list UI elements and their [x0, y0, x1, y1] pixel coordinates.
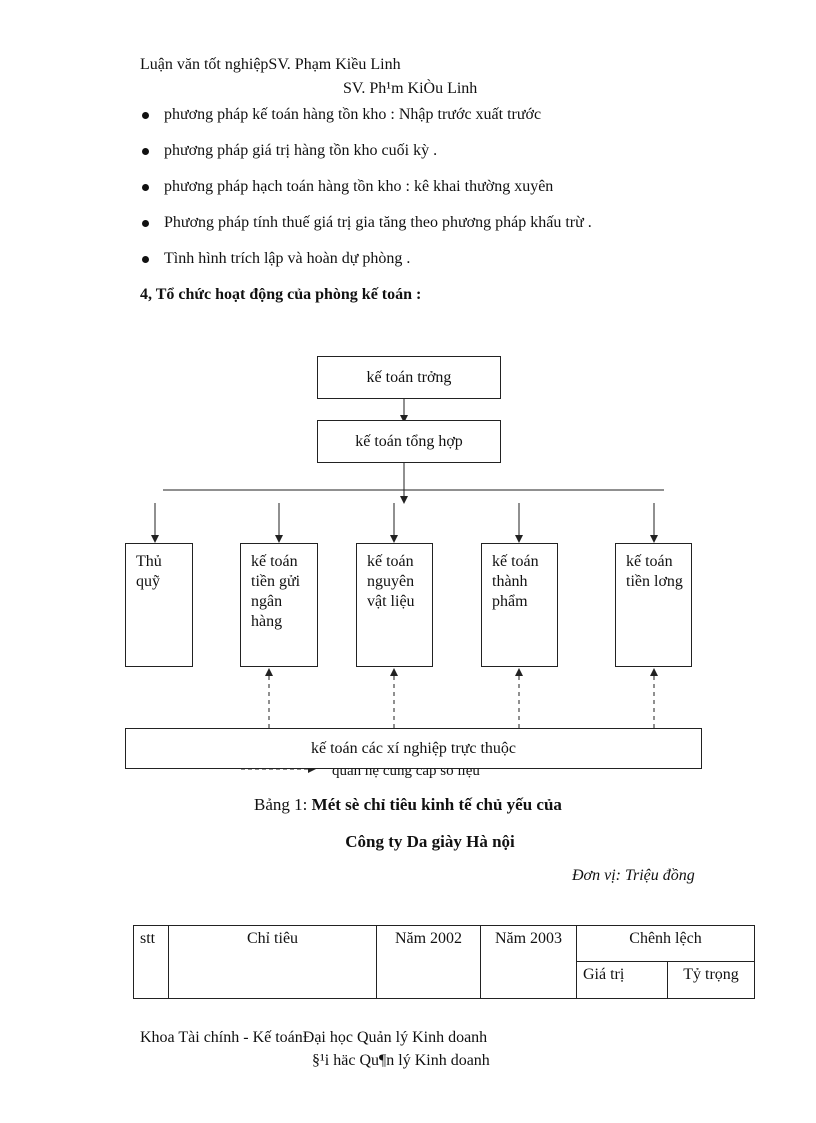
footer-line-1: Khoa Tài chính - Kế toánĐại học Quản lý …	[140, 1029, 488, 1046]
chief-accountant-box: kế toán trởng	[317, 356, 501, 399]
header-cell-indicator: Chỉ tiêu	[168, 925, 377, 999]
table-subheader-row: Giá trị Tỷ trọng	[134, 961, 755, 999]
subsidiary-accountants-box: kế toán các xí nghiệp trực thuộc	[125, 728, 702, 769]
bank-deposit-accountant-box: kế toán tiền gửi ngân hàng	[240, 543, 318, 667]
method-bullet-list: phương pháp kế toán hàng tồn kho : Nhập …	[140, 102, 592, 282]
salary-accountant-box: kế toán tiền lơng	[615, 543, 692, 667]
bullet-item: phương pháp giá trị hàng tồn kho cuối kỳ…	[140, 138, 592, 174]
footer-line-2: §¹i häc Qu¶n lý Kinh doanh	[312, 1052, 490, 1069]
bullet-item: Phương pháp tính thuế giá trị gia tăng t…	[140, 210, 592, 246]
org-chart-connectors	[151, 399, 664, 773]
general-accountant-label: kế toán tổng hợp	[355, 432, 463, 450]
subsidiary-accountants-label: kế toán các xí nghiệp trực thuộc	[310, 739, 517, 757]
header-cell-year-2002: Năm 2002	[376, 925, 481, 999]
bullet-item: phương pháp kế toán hàng tồn kho : Nhập …	[140, 102, 592, 138]
finished-goods-accountant-box: kế toán thành phẩm	[481, 543, 558, 667]
finished-goods-accountant-label: kế toán thành phẩm	[492, 553, 539, 610]
bank-deposit-accountant-label: kế toán tiền gửi ngân hàng	[251, 553, 301, 630]
economic-indicators-table: stt Chỉ tiêu Năm 2002 Năm 2003 Chênh lệc…	[133, 925, 755, 999]
cashier-box: Thủ quỹ	[125, 543, 193, 667]
table-caption-title: Mét sè chỉ tiêu kinh tế chủ yếu của	[311, 795, 562, 814]
subheader-cell-proportion: Tỷ trọng	[667, 961, 755, 999]
materials-accountant-label: kế toán nguyên vật liệu	[367, 553, 415, 610]
table-caption-company: Công ty Da giày Hà nội	[345, 832, 515, 851]
bullet-item: Tình hình trích lập và hoàn dự phòng .	[140, 246, 592, 282]
section-heading: 4, Tổ chức hoạt động của phòng kế toán :	[140, 286, 422, 303]
table-unit-note: Đơn vị: Triệu đồng	[572, 867, 695, 884]
header-cell-stt: stt	[133, 925, 169, 999]
cashier-label: Thủ quỹ	[136, 553, 162, 590]
header-line-1: Luận văn tốt nghiệpSV. Phạm Kiều Linh	[140, 56, 401, 73]
materials-accountant-box: kế toán nguyên vật liệu	[356, 543, 433, 667]
table-caption: Bảng 1: Mét sè chỉ tiêu kinh tế chủ yếu …	[0, 795, 816, 815]
header-cell-difference: Chênh lệch	[576, 925, 755, 962]
salary-accountant-label: kế toán tiền lơng	[626, 553, 683, 590]
header-cell-year-2003: Năm 2003	[480, 925, 577, 999]
table-header-row: stt Chỉ tiêu Năm 2002 Năm 2003 Chênh lệc…	[133, 925, 755, 999]
header-line-2: SV. Ph¹m KiÒu Linh	[343, 80, 478, 97]
bullet-item: phương pháp hạch toán hàng tồn kho : kê …	[140, 174, 592, 210]
chief-accountant-label: kế toán trởng	[366, 368, 452, 386]
general-accountant-box: kế toán tổng hợp	[317, 420, 501, 463]
subheader-cell-value: Giá trị	[576, 961, 668, 999]
table-caption-prefix: Bảng 1:	[254, 795, 312, 814]
